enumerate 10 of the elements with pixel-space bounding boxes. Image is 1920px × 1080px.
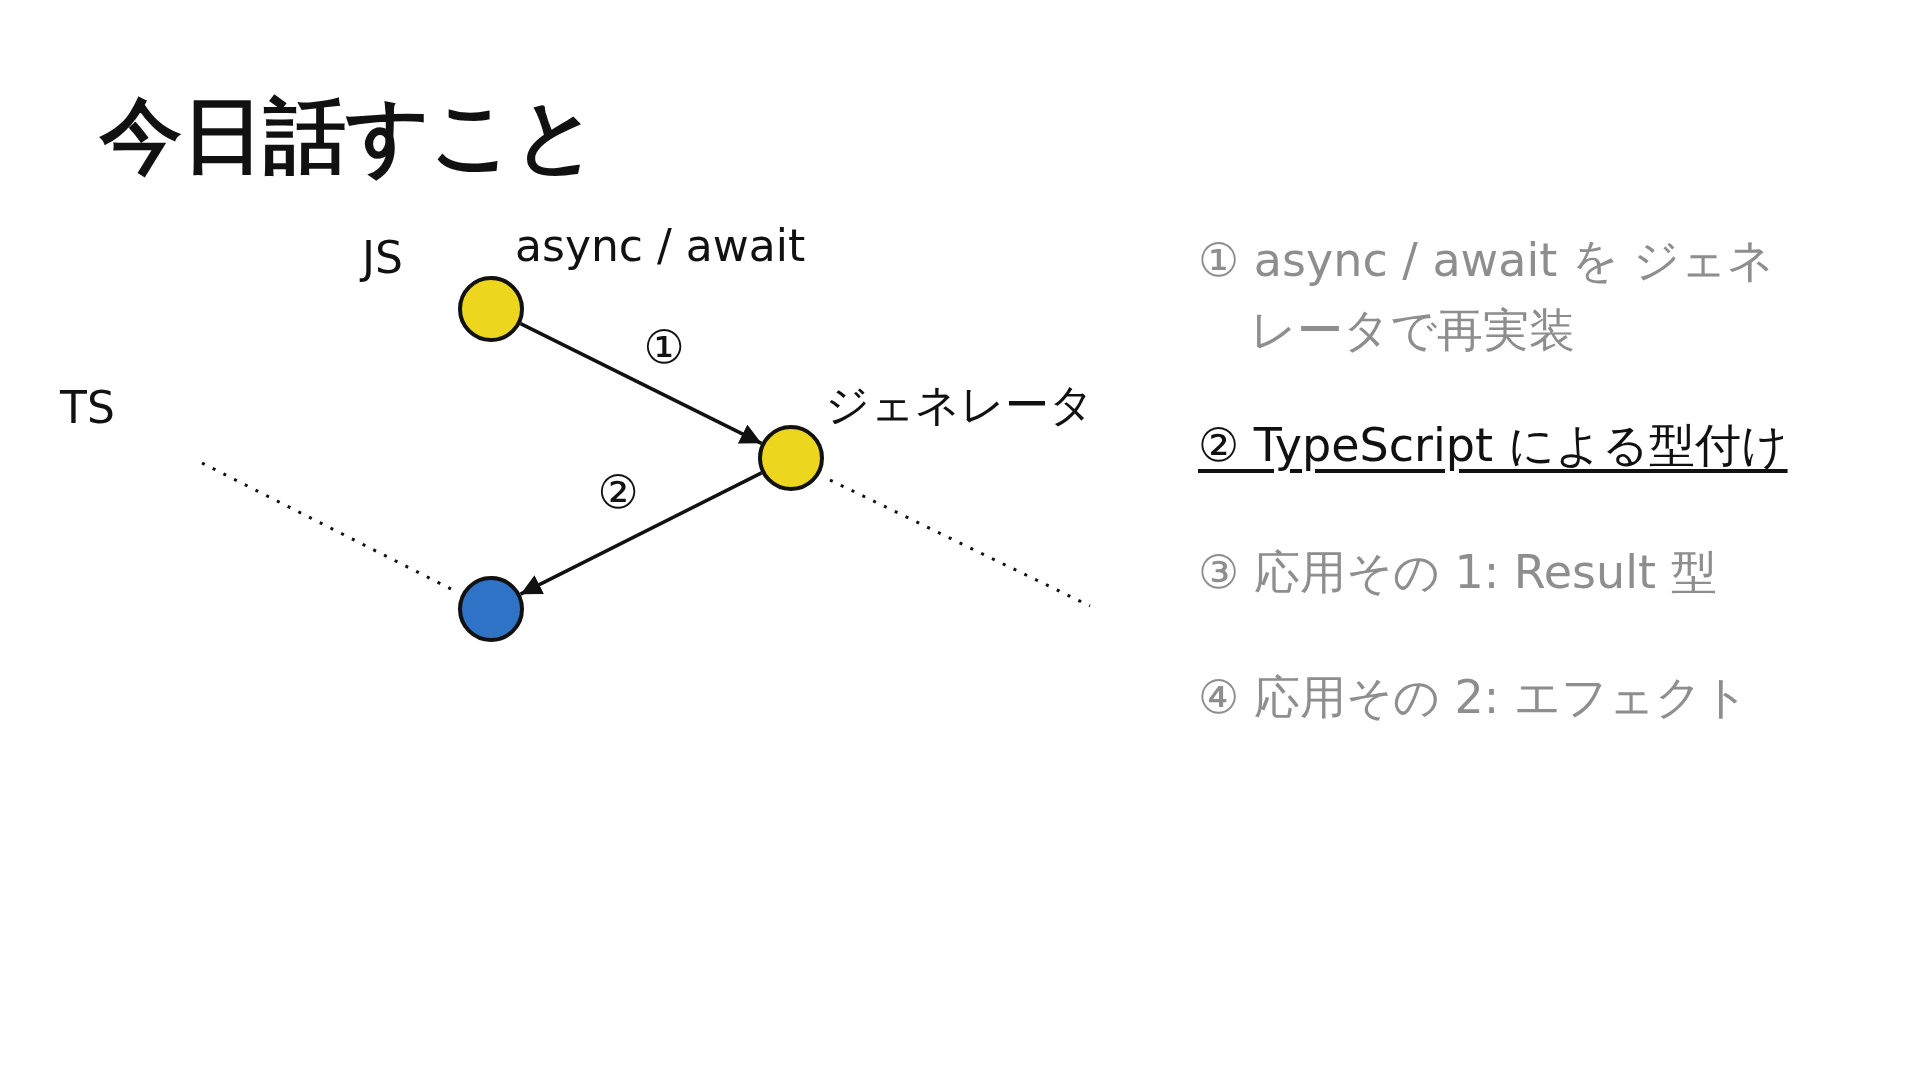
slide-title: 今日話すこと <box>100 87 598 185</box>
agenda-item: ③ 応用その 1: Result 型 <box>1198 544 1717 601</box>
node-caption: ジェネレータ <box>825 378 1094 432</box>
arrow <box>519 322 763 445</box>
agenda-item: ① async / await を ジェネレータで再実装 <box>1198 232 1776 359</box>
agenda-item: ④ 応用その 2: エフェクト <box>1198 669 1749 726</box>
node-caption: async / await <box>515 220 806 271</box>
arrow <box>519 471 763 596</box>
region-label: TS <box>60 382 115 433</box>
agenda-item: ② TypeScript による型付け <box>1198 417 1788 474</box>
